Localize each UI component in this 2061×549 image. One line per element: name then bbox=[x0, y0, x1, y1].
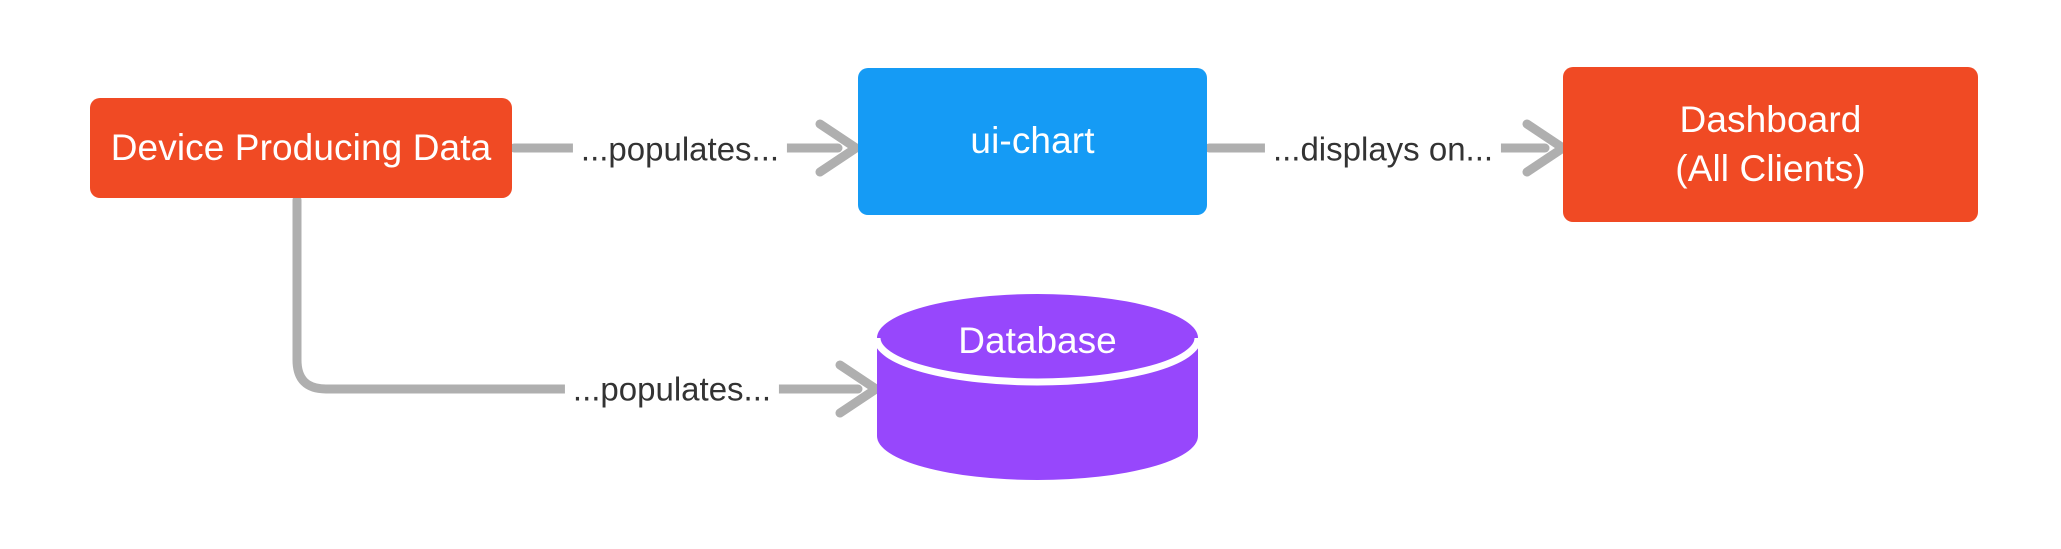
edge-label-device-to-uichart: ...populates... bbox=[572, 130, 788, 168]
node-device-producing-data-label: Device Producing Data bbox=[110, 126, 492, 168]
node-device-producing-data[interactable]: Device Producing Data bbox=[90, 98, 512, 198]
edge-label-uichart-to-dashboard: ...displays on... bbox=[1264, 130, 1502, 168]
node-dashboard[interactable]: Dashboard (All Clients) bbox=[1563, 67, 1978, 222]
arrowhead-device-to-database bbox=[835, 360, 881, 418]
arrowhead-device-to-uichart bbox=[815, 119, 861, 177]
cylinder-top bbox=[877, 294, 1198, 382]
node-ui-chart-label: ui-chart bbox=[970, 120, 1095, 162]
edge-line-device-to-database bbox=[292, 195, 863, 394]
cylinder-rim bbox=[877, 337, 1198, 386]
node-database[interactable]: Database bbox=[877, 294, 1198, 480]
node-ui-chart[interactable]: ui-chart bbox=[858, 68, 1207, 215]
edge-label-device-to-database: ...populates... bbox=[564, 370, 780, 408]
edge-device-to-database bbox=[292, 195, 881, 418]
node-dashboard-label: Dashboard (All Clients) bbox=[1675, 99, 1866, 189]
database-cylinder-icon bbox=[877, 294, 1198, 480]
